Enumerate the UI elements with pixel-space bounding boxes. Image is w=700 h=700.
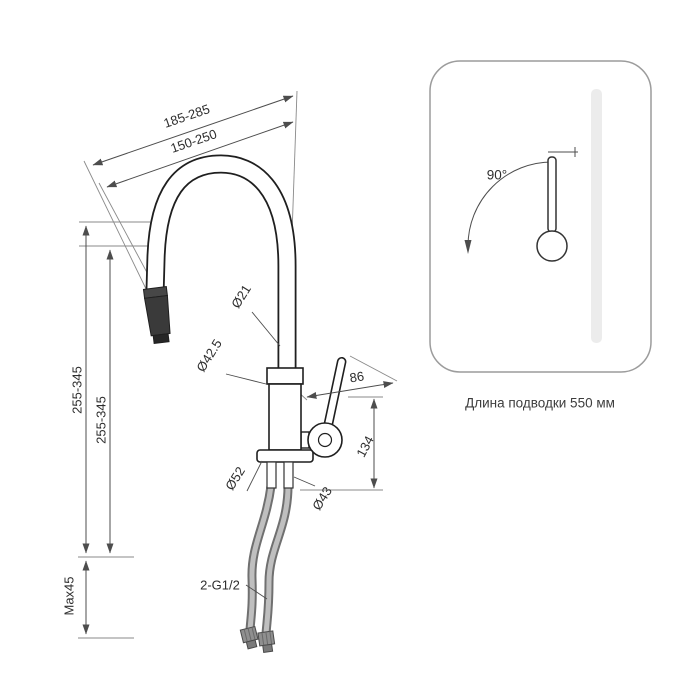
leader-lines	[225, 311, 316, 600]
panel-sheen-bar	[591, 89, 602, 343]
leader-shank-dia	[293, 476, 316, 487]
handle-cap-detail	[317, 432, 333, 448]
dim-left-inner-label: 255-345	[93, 396, 108, 444]
leader-base-dia	[246, 460, 263, 492]
dim-handle-reach-label: 86	[349, 368, 366, 385]
faucet-drawing: 185-285 150-250 255-345 255-345 Max45 Ø2…	[61, 90, 398, 654]
supply-hose-left-highlight	[247, 485, 274, 631]
hose-length-caption: Длина подводки 550 мм	[465, 396, 615, 411]
dimension-line-handle-reach	[306, 381, 394, 399]
body-main	[268, 383, 302, 451]
spray-head-body	[143, 294, 171, 337]
dim-shank-dia-label: Ø43	[309, 484, 335, 513]
dimension-lines	[82, 95, 394, 635]
rotation-arc-arrow	[464, 240, 472, 254]
supply-hose-right-highlight	[263, 485, 291, 635]
leader-hose-thread	[245, 584, 268, 600]
mounting-shank-left	[266, 461, 277, 489]
rotation-arc	[467, 161, 553, 247]
mounting-shank-right	[283, 461, 294, 489]
extension-line	[83, 160, 149, 294]
leader-body-dia	[225, 373, 267, 385]
dim-body-dia-label: Ø42.5	[193, 336, 224, 374]
base-flange	[256, 449, 314, 463]
panel-border	[429, 60, 652, 373]
panel-handle-lever	[547, 156, 557, 233]
handle-rotation-panel: 90°	[429, 60, 652, 373]
hose-connector-right	[257, 630, 276, 654]
hose-thread-label: 2-G1/2	[200, 577, 240, 592]
panel-handle-base	[536, 230, 568, 262]
supply-hoses	[239, 485, 293, 654]
dimension-line-top-inner	[106, 121, 294, 188]
dim-body-height-label: 134	[353, 433, 376, 459]
hose-connector-left	[239, 625, 259, 650]
rotation-angle-label: 90°	[487, 168, 507, 183]
spray-head	[142, 286, 171, 345]
spray-head-aerator	[152, 333, 170, 345]
extension-line	[349, 355, 398, 382]
dim-max-depth-label: Max45	[61, 576, 76, 615]
spout-tube-fill	[147, 156, 295, 372]
dim-spout-dia-label: Ø21	[228, 282, 254, 311]
leader-spout-dia	[251, 311, 281, 347]
dim-base-dia-label: Ø52	[222, 464, 248, 493]
body-top-ring	[266, 367, 304, 385]
dim-left-outer-label: 255-345	[69, 366, 84, 414]
